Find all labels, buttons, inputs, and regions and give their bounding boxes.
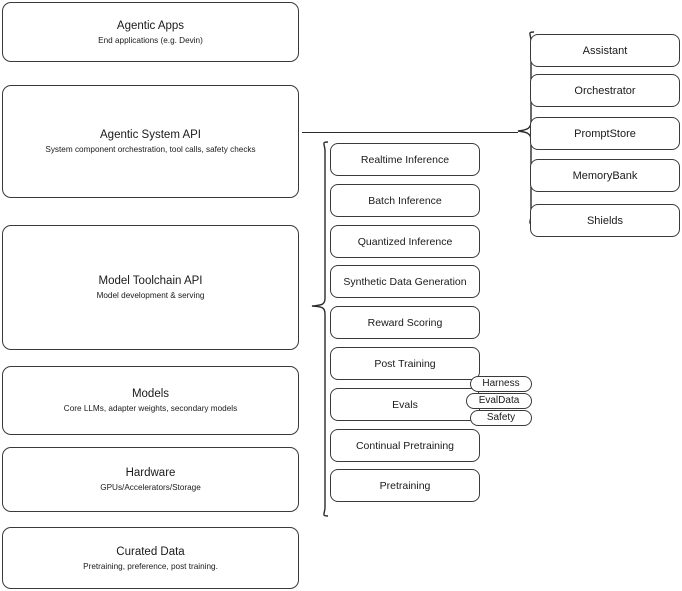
layer-subtitle: GPUs/Accelerators/Storage (100, 483, 201, 492)
toolchain-item-pretraining[interactable]: Pretraining (330, 469, 480, 502)
toolchain-item-batch-inference[interactable]: Batch Inference (330, 184, 480, 217)
eval-tag-safety[interactable]: Safety (470, 410, 532, 426)
eval-tag-label: Harness (482, 378, 520, 389)
layer-title: Agentic System API (100, 129, 201, 141)
eval-tag-label: Safety (486, 412, 516, 423)
system-component-orchestrator[interactable]: Orchestrator (530, 74, 680, 107)
system-component-shields[interactable]: Shields (530, 204, 680, 237)
eval-tag-harness[interactable]: Harness (470, 376, 532, 392)
toolchain-item-label: Evals (392, 398, 418, 411)
layer-title: Hardware (125, 467, 176, 479)
system-component-label: MemoryBank (572, 169, 638, 182)
toolchain-item-label: Continual Pretraining (355, 439, 455, 452)
stack-layer-hardware[interactable]: Hardware GPUs/Accelerators/Storage (2, 447, 299, 512)
toolchain-item-reward-scoring[interactable]: Reward Scoring (330, 306, 480, 339)
toolchain-item-label: Synthetic Data Generation (343, 275, 467, 288)
system-component-promptstore[interactable]: PromptStore (530, 117, 680, 150)
toolchain-item-label: Pretraining (379, 479, 431, 492)
layer-subtitle: Core LLMs, adapter weights, secondary mo… (63, 404, 238, 413)
system-component-label: Orchestrator (574, 84, 636, 97)
toolchain-item-label: Reward Scoring (367, 316, 443, 329)
layer-title: Agentic Apps (116, 19, 185, 32)
eval-tag-evaldata[interactable]: EvalData (466, 393, 532, 409)
system-component-label: Shields (586, 214, 624, 227)
stack-layer-model-toolchain-api[interactable]: Model Toolchain API Model development & … (2, 225, 299, 350)
layer-title: Curated Data (116, 545, 185, 558)
layer-subtitle: End applications (e.g. Devin) (98, 35, 203, 45)
toolchain-item-label: Realtime Inference (360, 153, 450, 166)
layer-title: Models (131, 388, 170, 400)
toolchain-item-label: Post Training (374, 357, 436, 370)
system-component-memorybank[interactable]: MemoryBank (530, 159, 680, 192)
layer-subtitle: Model development & serving (96, 291, 205, 300)
toolchain-item-continual-pretraining[interactable]: Continual Pretraining (330, 429, 480, 462)
connector-line-system-api (302, 132, 518, 133)
toolchain-item-post-training[interactable]: Post Training (330, 347, 480, 380)
toolchain-item-realtime-inference[interactable]: Realtime Inference (330, 143, 480, 176)
toolchain-item-synthetic-data-generation[interactable]: Synthetic Data Generation (330, 265, 480, 298)
system-component-label: Assistant (582, 44, 628, 57)
stack-layer-models[interactable]: Models Core LLMs, adapter weights, secon… (2, 366, 299, 435)
system-component-label: PromptStore (574, 127, 636, 140)
layer-title: Model Toolchain API (98, 275, 203, 287)
stack-layer-curated-data[interactable]: Curated Data Pretraining, preference, po… (2, 527, 299, 589)
system-component-assistant[interactable]: Assistant (530, 34, 680, 67)
toolchain-item-quantized-inference[interactable]: Quantized Inference (330, 225, 480, 258)
toolchain-item-label: Quantized Inference (357, 235, 453, 248)
eval-tag-label: EvalData (478, 395, 520, 406)
brace-toolchain (311, 141, 329, 517)
toolchain-item-label: Batch Inference (368, 194, 442, 207)
toolchain-item-evals[interactable]: Evals (330, 388, 480, 421)
stack-layer-agentic-apps[interactable]: Agentic Apps End applications (e.g. Devi… (2, 2, 299, 62)
layer-subtitle: System component orchestration, tool cal… (45, 145, 256, 154)
stack-layer-agentic-system-api[interactable]: Agentic System API System component orch… (2, 85, 299, 198)
layer-subtitle: Pretraining, preference, post training. (83, 561, 218, 571)
